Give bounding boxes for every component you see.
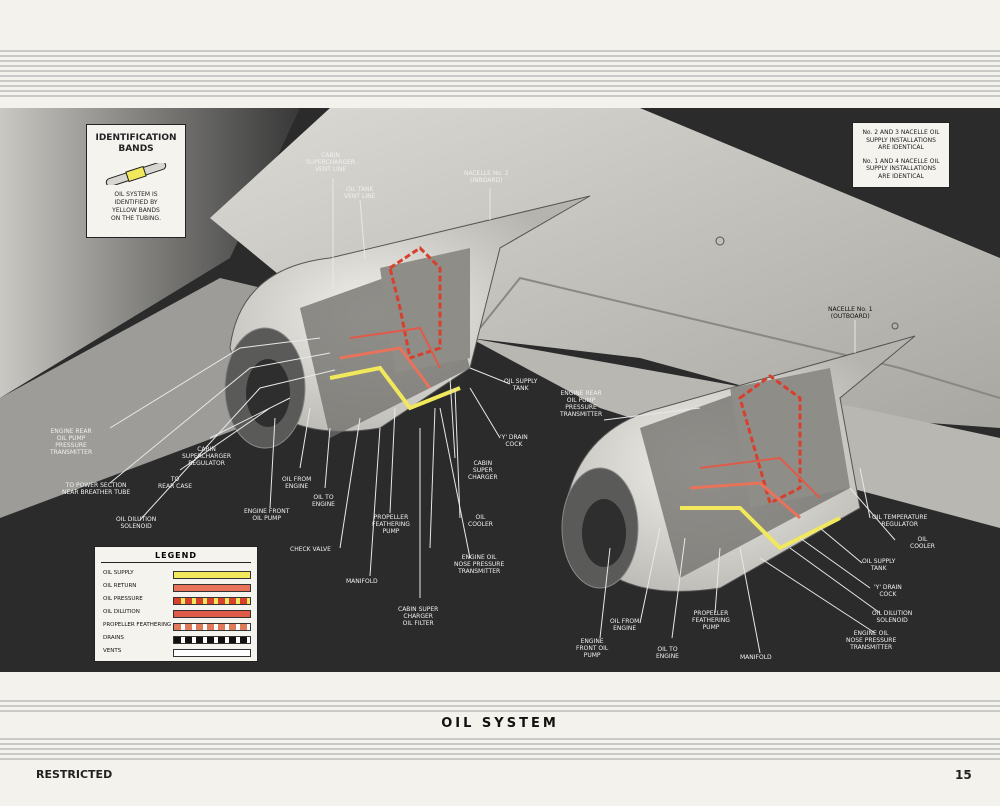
label-check-valve: CHECK VALVE bbox=[290, 546, 331, 553]
wing-illustration bbox=[0, 108, 1000, 654]
legend-swatch bbox=[173, 571, 251, 579]
label-propeller-feathering-pump-right: PROPELLER FEATHERING PUMP bbox=[692, 610, 730, 631]
label-cabin-supercharger-oil-filter: CABIN SUPER CHARGER OIL FILTER bbox=[398, 606, 439, 627]
label-propeller-feathering-pump-left: PROPELLER FEATHERING PUMP bbox=[372, 514, 410, 535]
legend-row-propeller-feathering: PROPELLER FEATHERING bbox=[103, 621, 251, 635]
label-y-drain-cock-left: 'Y' DRAIN COCK bbox=[500, 434, 528, 448]
legend-rule bbox=[101, 562, 251, 563]
legend-row-oil-pressure: OIL PRESSURE bbox=[103, 595, 251, 609]
legend-swatch bbox=[173, 636, 251, 644]
bottom-stripes-upper bbox=[0, 700, 1000, 715]
legend-swatch bbox=[173, 597, 251, 605]
tube-band-icon bbox=[105, 163, 167, 185]
label-engine-front-oil-pump-right: ENGINE FRONT OIL PUMP bbox=[576, 638, 609, 659]
legend-swatch bbox=[173, 584, 251, 592]
label-oil-tank-vent-line: OIL TANK VENT LINE bbox=[344, 186, 376, 200]
note-nacelle-1-4: No. 1 AND 4 NACELLE OIL SUPPLY INSTALLAT… bbox=[862, 157, 940, 180]
classification-label: RESTRICTED bbox=[36, 768, 113, 781]
legend-row-oil-supply: OIL SUPPLY bbox=[103, 569, 251, 583]
label-oil-supply-tank-right: OIL SUPPLY TANK bbox=[862, 558, 896, 572]
legend-row-drains: DRAINS bbox=[103, 634, 251, 648]
label-manifold-left: MANIFOLD bbox=[346, 578, 378, 585]
identification-description: OIL SYSTEM IS IDENTIFIED BY YELLOW BANDS… bbox=[111, 191, 161, 222]
legend-label: VENTS bbox=[103, 648, 122, 654]
label-cabin-supercharger-vent-line: CABIN SUPERCHARGER VENT LINE bbox=[306, 152, 356, 173]
label-to-power-section: TO POWER SECTION NEAR BREATHER TUBE bbox=[62, 482, 131, 496]
top-stripes bbox=[0, 50, 1000, 100]
legend-label: OIL SUPPLY bbox=[103, 570, 134, 576]
illustration-panel: IDENTIFICATION BANDS OIL SYSTEM IS IDENT… bbox=[0, 108, 1000, 672]
note-nacelle-2-3: No. 2 AND 3 NACELLE OIL SUPPLY INSTALLAT… bbox=[862, 129, 940, 151]
legend-swatch bbox=[173, 610, 251, 618]
label-oil-from-engine-right: OIL FROM ENGINE bbox=[610, 618, 640, 632]
legend-title: LEGEND bbox=[155, 551, 197, 560]
legend-row-vents: VENTS bbox=[103, 647, 251, 661]
legend-swatch bbox=[173, 649, 251, 657]
label-oil-dilution-solenoid-left: OIL DILUTION SOLENOID bbox=[116, 516, 157, 530]
label-to-rear-case: TO REAR CASE bbox=[158, 476, 193, 490]
label-oil-supply-tank-left: OIL SUPPLY TANK bbox=[504, 378, 538, 392]
page-number: 15 bbox=[955, 768, 972, 782]
label-nacelle-2: NACELLE No. 2 (INBOARD) bbox=[464, 170, 509, 184]
label-engine-rear-oil-pump-right: ENGINE REAR OIL PUMP PRESSURE TRANSMITTE… bbox=[560, 390, 603, 418]
page-title: OIL SYSTEM bbox=[441, 716, 559, 731]
label-nacelle-1: NACELLE No. 1 (OUTBOARD) bbox=[828, 306, 873, 320]
legend-box: LEGEND OIL SUPPLY OIL RETURN OIL PRESSUR… bbox=[94, 546, 258, 662]
label-oil-from-engine-left: OIL FROM ENGINE bbox=[282, 476, 312, 490]
installation-note-box: No. 2 AND 3 NACELLE OIL SUPPLY INSTALLAT… bbox=[852, 122, 950, 188]
legend-label: OIL DILUTION bbox=[103, 609, 140, 615]
bottom-stripes-lower bbox=[0, 738, 1000, 763]
label-engine-oil-nose-pressure-right: ENGINE OIL NOSE PRESSURE TRANSMITTER bbox=[846, 630, 897, 651]
label-oil-dilution-solenoid-right: OIL DILUTION SOLENOID bbox=[872, 610, 913, 624]
label-cabin-supercharger-regulator: CABIN SUPERCHARGER REGULATOR bbox=[182, 446, 232, 467]
label-oil-cooler-right: OIL COOLER bbox=[910, 536, 935, 550]
label-y-drain-cock-right: 'Y' DRAIN COCK bbox=[874, 584, 902, 598]
label-oil-to-engine-right: OIL TO ENGINE bbox=[656, 646, 679, 660]
legend-row-oil-return: OIL RETURN bbox=[103, 582, 251, 596]
legend-label: OIL RETURN bbox=[103, 583, 137, 589]
label-engine-front-oil-pump-left: ENGINE FRONT OIL PUMP bbox=[244, 508, 290, 522]
label-oil-temperature-regulator: OIL TEMPERATURE REGULATOR bbox=[872, 514, 928, 528]
identification-title: IDENTIFICATION BANDS bbox=[95, 133, 177, 154]
legend-label: DRAINS bbox=[103, 635, 124, 641]
label-oil-to-engine-left: OIL TO ENGINE bbox=[312, 494, 335, 508]
label-cabin-supercharger-left: CABIN SUPER CHARGER bbox=[468, 460, 498, 481]
legend-label: OIL PRESSURE bbox=[103, 596, 143, 602]
label-manifold-right: MANIFOLD bbox=[740, 654, 772, 661]
legend-row-oil-dilution: OIL DILUTION bbox=[103, 608, 251, 622]
identification-box: IDENTIFICATION BANDS OIL SYSTEM IS IDENT… bbox=[86, 124, 186, 238]
label-oil-cooler-left: OIL COOLER bbox=[468, 514, 493, 528]
label-engine-oil-nose-pressure-left: ENGINE OIL NOSE PRESSURE TRANSMITTER bbox=[454, 554, 505, 575]
legend-swatch bbox=[173, 623, 251, 631]
label-engine-rear-oil-pump-left: ENGINE REAR OIL PUMP PRESSURE TRANSMITTE… bbox=[50, 428, 93, 456]
legend-label: PROPELLER FEATHERING bbox=[103, 622, 172, 628]
